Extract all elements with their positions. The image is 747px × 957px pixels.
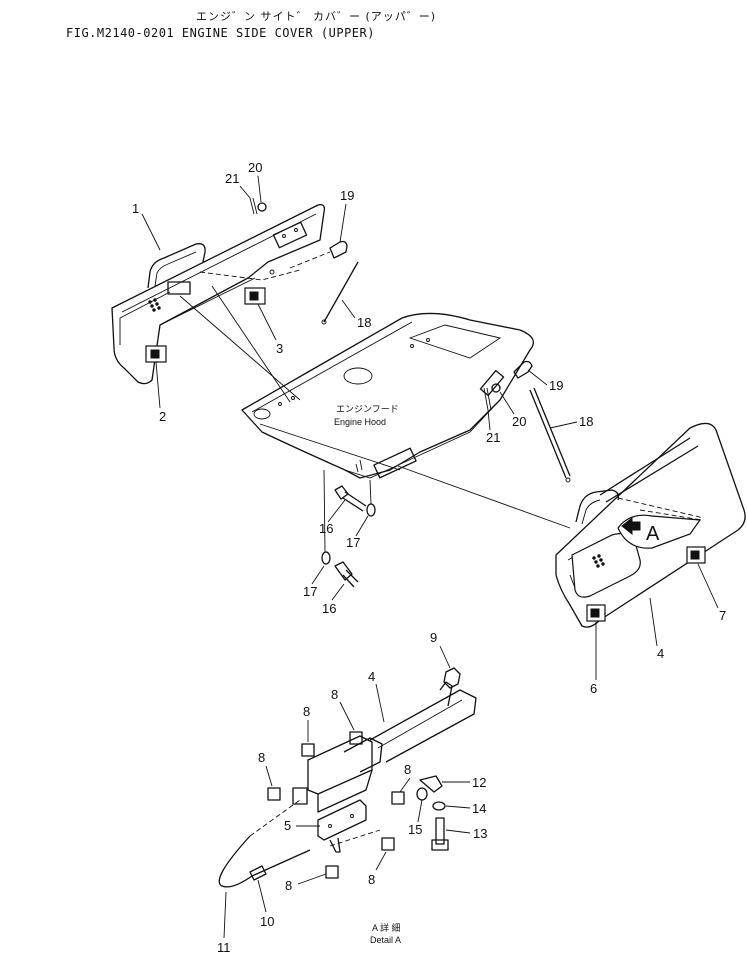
label-9: 9 (430, 630, 437, 645)
label-19-top: 19 (340, 188, 354, 203)
detail-caption-jp: A 詳 細 (372, 922, 401, 933)
label-21-right: 21 (486, 430, 500, 445)
label-11: 11 (217, 940, 231, 953)
label-4-right: 4 (657, 646, 664, 661)
label-1: 1 (132, 201, 139, 216)
label-21-top: 21 (225, 171, 239, 186)
hood-label-en: Engine Hood (334, 417, 386, 427)
hood-label-jp: エンジンフード (336, 404, 399, 414)
label-4-lower: 4 (368, 669, 375, 684)
label-7: 7 (719, 608, 726, 623)
label-5: 5 (284, 818, 291, 833)
label-3: 3 (276, 341, 283, 356)
detail-caption-en: Detail A (370, 935, 401, 945)
hardware-right (483, 360, 571, 483)
label-15: 15 (408, 822, 422, 837)
right-side-cover: A (555, 422, 746, 628)
label-16-upper: 16 (319, 521, 333, 536)
detail-caption: A 詳 細 Detail A (370, 922, 401, 945)
label-14: 14 (472, 801, 486, 816)
hardware-upper-left (199, 197, 359, 325)
label-8-d: 8 (404, 762, 411, 777)
label-18-top: 18 (357, 315, 371, 330)
detail-callout-A: A (646, 523, 660, 545)
label-12: 12 (472, 775, 486, 790)
label-6: 6 (590, 681, 597, 696)
label-19-right: 19 (549, 378, 563, 393)
vent-grille (148, 298, 161, 312)
label-10: 10 (260, 914, 274, 929)
label-16-lower: 16 (322, 601, 336, 616)
label-8-c: 8 (258, 750, 265, 765)
latch-assembly (218, 667, 477, 888)
label-17-lower: 17 (303, 584, 317, 599)
part-labels: 1 2 3 21 20 19 18 19 20 21 18 16 17 (132, 160, 726, 955)
label-17-upper: 17 (346, 535, 360, 550)
label-13: 13 (473, 826, 487, 841)
label-8-f: 8 (368, 872, 375, 887)
title-english: FIG.M2140-0201 ENGINE SIDE COVER (UPPER) (66, 26, 375, 40)
label-2: 2 (159, 409, 166, 424)
engine-hood: エンジンフード Engine Hood (241, 312, 534, 479)
label-18-right: 18 (579, 414, 593, 429)
title-japanese: エンジ゛ン サイト゛ カバ゛ー (アッパ゛ー) (196, 10, 437, 23)
left-side-cover (111, 204, 326, 385)
bolts-washers (321, 469, 376, 588)
label-20-right: 20 (512, 414, 526, 429)
label-8-e: 8 (285, 878, 292, 893)
label-20-top: 20 (248, 160, 262, 175)
label-8-a: 8 (331, 687, 338, 702)
label-8-b: 8 (303, 704, 310, 719)
